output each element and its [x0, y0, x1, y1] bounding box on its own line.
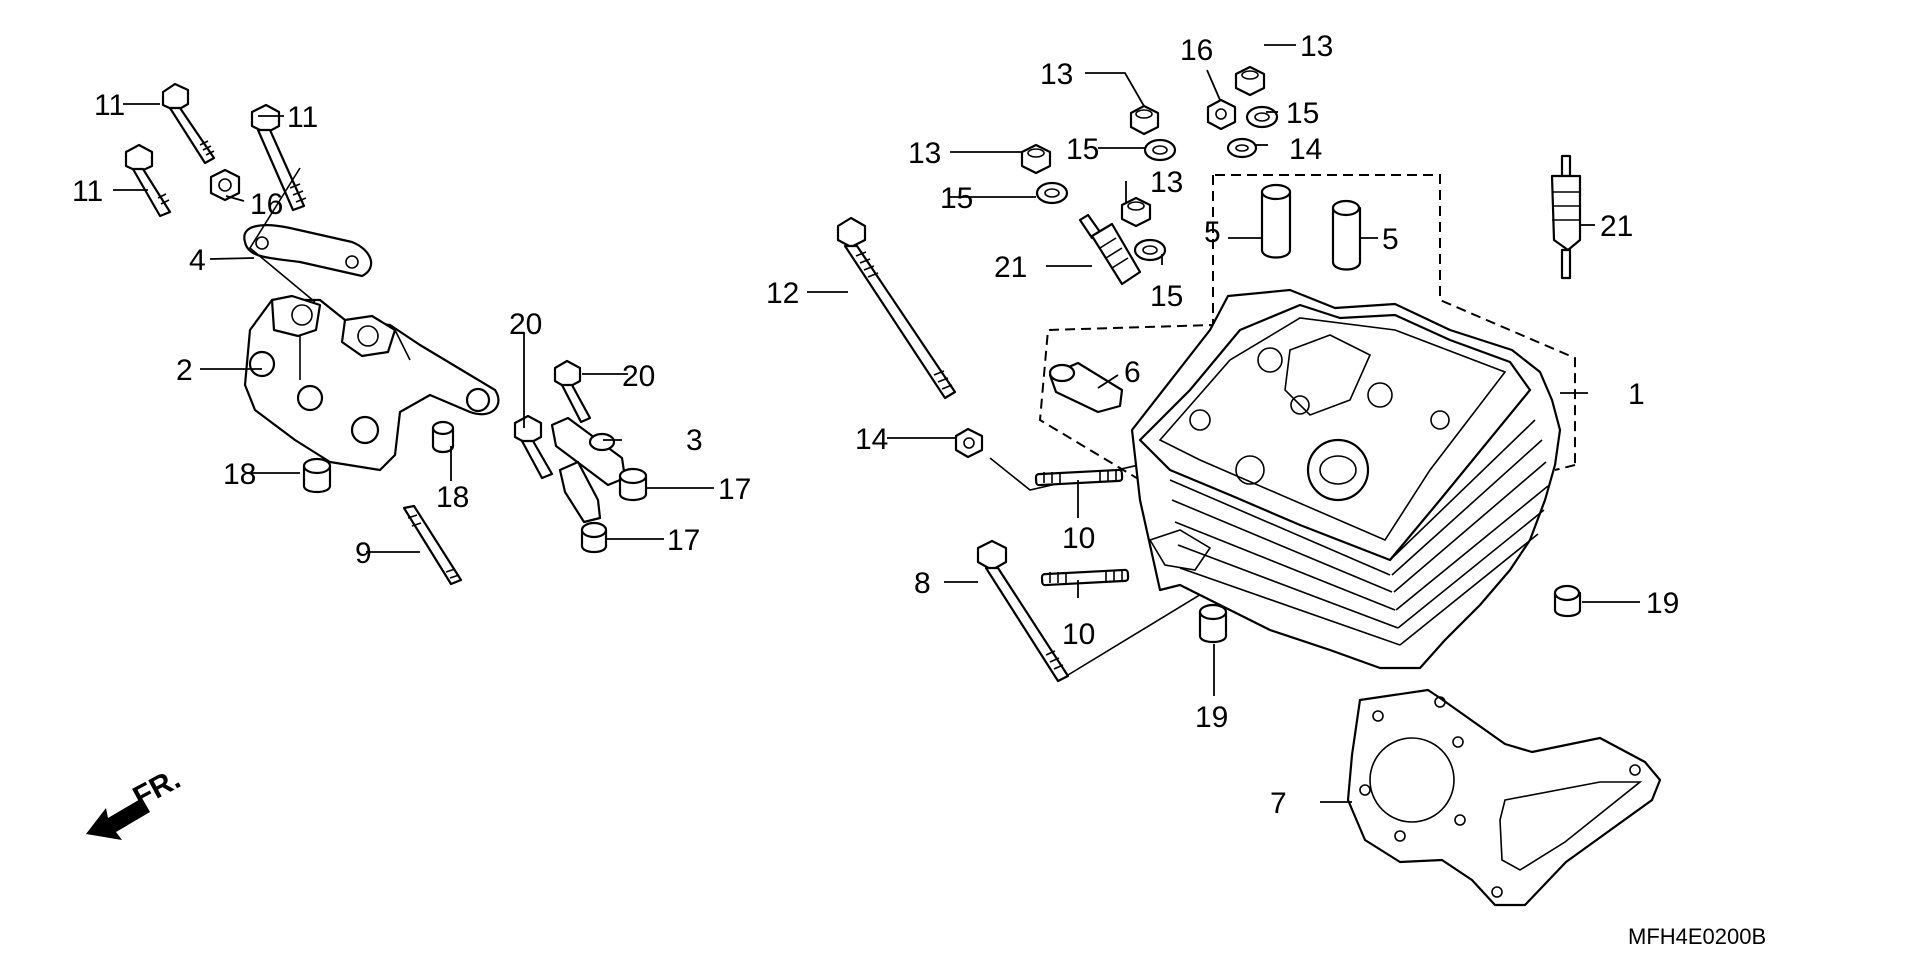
valve-guide-5-left	[1260, 183, 1292, 259]
callout-21: 21	[1600, 210, 1633, 243]
bolt-8	[976, 539, 1070, 683]
valve-guide-5-right	[1331, 199, 1362, 271]
leader-lines	[113, 44, 1640, 803]
collar-17-lower	[580, 521, 608, 554]
callout-15: 15	[1066, 133, 1099, 166]
callout-16: 16	[250, 188, 283, 221]
callout-5: 5	[1382, 223, 1399, 256]
callout-1: 1	[1628, 378, 1645, 411]
drawing-code: MFH4E0200B	[1628, 924, 1766, 949]
callout-13: 13	[1300, 30, 1333, 63]
gasket-7	[1346, 688, 1662, 907]
callout-20: 20	[509, 308, 542, 341]
bolt-11-mid	[250, 103, 307, 212]
spark-plug-21-center	[1078, 213, 1142, 286]
callout-17: 17	[718, 473, 751, 506]
callout-11: 11	[287, 101, 318, 134]
callout-2: 2	[176, 354, 193, 387]
dowel-19-right	[1553, 584, 1582, 618]
shaft-3	[550, 416, 627, 524]
collar-17-upper	[618, 467, 648, 502]
nut-13-a	[1129, 104, 1160, 136]
callout-6: 6	[1124, 356, 1141, 389]
callout-10: 10	[1062, 522, 1095, 555]
callout-9: 9	[355, 537, 372, 570]
bolt-20-right	[553, 359, 592, 424]
nut-13-b	[1020, 143, 1052, 175]
bolt-20-left	[513, 414, 554, 480]
callout-13: 13	[1150, 166, 1183, 199]
callout-7: 7	[1270, 787, 1287, 820]
nut-13-c	[1120, 196, 1152, 228]
callout-18: 18	[223, 458, 256, 491]
front-direction-arrow-icon: FR.	[86, 762, 186, 840]
stud-9	[402, 504, 463, 586]
callout-4: 4	[189, 244, 206, 277]
bolt-12	[836, 216, 957, 400]
washer-14-left	[954, 427, 984, 459]
washer-15-c	[1133, 238, 1167, 262]
bolt-11-top	[161, 82, 216, 165]
cylinder-head-1	[1130, 288, 1562, 670]
dowel-18-right	[431, 420, 455, 454]
callout-8: 8	[914, 567, 931, 600]
callout-15: 15	[940, 182, 973, 215]
callout-14: 14	[855, 423, 888, 456]
callout-11: 11	[72, 175, 103, 208]
dowel-18-left	[302, 457, 332, 494]
bolt-11-left	[124, 143, 172, 218]
callout-15: 15	[1150, 280, 1183, 313]
callout-15: 15	[1286, 97, 1319, 130]
nut-16-right	[1206, 98, 1237, 131]
callout-5: 5	[1204, 216, 1221, 249]
callout-20: 20	[622, 360, 655, 393]
callout-13: 13	[908, 137, 941, 170]
stud-10-lower	[1040, 568, 1130, 587]
callout-19: 19	[1646, 587, 1679, 620]
callout-12: 12	[766, 277, 799, 310]
nut-13-d	[1234, 65, 1266, 97]
callout-10: 10	[1062, 618, 1095, 651]
callout-labels: 11 11 11 16 4 2 18 18 9 20 20 3 17 17 1 …	[72, 30, 1679, 820]
callout-14: 14	[1289, 133, 1322, 166]
rocker-holder-2	[243, 294, 500, 472]
nut-16-left	[209, 168, 241, 202]
callout-13: 13	[1040, 58, 1073, 91]
washer-15-d	[1245, 105, 1279, 129]
washer-15-b	[1035, 181, 1069, 205]
callout-19: 19	[1195, 701, 1228, 734]
callout-21: 21	[994, 251, 1027, 284]
plate-4	[243, 224, 373, 278]
valve-guide-6	[1048, 361, 1124, 414]
stud-10-upper	[1034, 468, 1124, 487]
callout-3: 3	[686, 424, 703, 457]
callout-11: 11	[94, 89, 125, 122]
callout-18: 18	[436, 481, 469, 514]
washer-14-right	[1226, 137, 1258, 159]
callout-17: 17	[667, 524, 700, 557]
callout-16: 16	[1180, 34, 1213, 67]
washer-15-a	[1143, 138, 1177, 162]
dowel-19-lower	[1198, 603, 1228, 644]
spark-plug-21-right	[1550, 154, 1582, 280]
